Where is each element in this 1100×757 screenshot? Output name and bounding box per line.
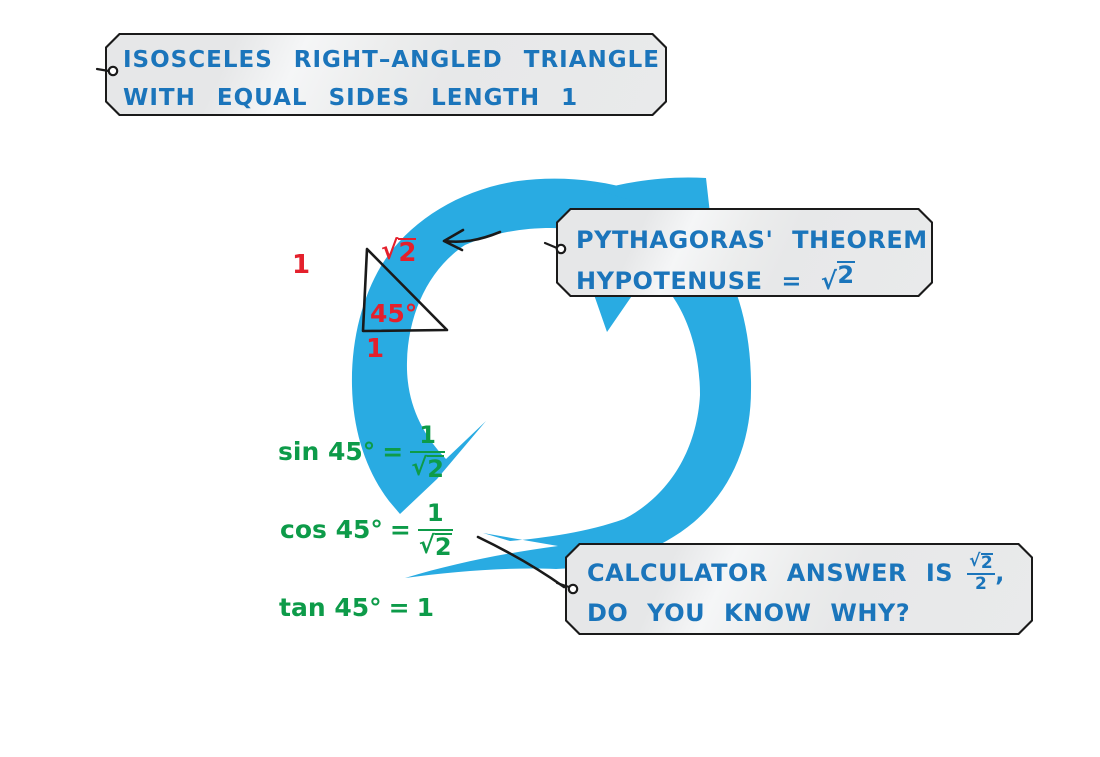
cos-fraction: 1 √2: [417, 500, 453, 559]
sin-fraction: 1 √2: [410, 422, 445, 481]
sqrt-2: √2: [821, 261, 855, 302]
cos-numerator: 1: [417, 500, 453, 531]
cycle-arrow-top-left: [351, 178, 655, 514]
radical-sign: √: [381, 236, 399, 266]
triangle-angle-label: 45°: [370, 299, 418, 328]
fraction-numerator: √2: [967, 550, 996, 575]
equation-cos: cos 45° = 1 √2: [280, 500, 453, 559]
sqrt2-over-2-fraction: √2 2: [967, 550, 996, 594]
radicand: 2: [398, 238, 417, 268]
tag-line: ISOSCELES RIGHT–ANGLED TRIANGLE: [123, 47, 661, 73]
equals-sign: =: [382, 437, 404, 467]
radical-sign: √: [418, 530, 435, 559]
fraction-denominator: 2: [974, 573, 988, 594]
triangle-hypotenuse-label: √2: [381, 236, 417, 268]
tag-line: DO YOU KNOW WHY?: [587, 599, 911, 627]
radicand: 2: [427, 454, 444, 483]
calculator-text: CALCULATOR ANSWER IS: [587, 559, 954, 587]
triangle-base-label: 1: [366, 334, 385, 364]
sin-numerator: 1: [410, 422, 445, 453]
comma: ,: [995, 559, 1005, 587]
tag-line: CALCULATOR ANSWER IS √2 2 ,: [587, 551, 1033, 595]
tag-line: PYTHAGORAS' THEOREM: [576, 226, 928, 254]
tan-rhs: 1: [416, 593, 434, 622]
equation-sin: sin 45° = 1 √2: [278, 422, 445, 481]
radicand: 2: [837, 261, 855, 289]
triangle-left-side-label: 1: [292, 250, 311, 280]
equals-sign: =: [389, 515, 411, 545]
tag-background: [567, 545, 1031, 633]
tag-background: [558, 210, 931, 295]
radicand: 2: [980, 552, 994, 573]
tan-lhs: tan 45°: [279, 593, 382, 622]
equals-sign: =: [388, 593, 410, 622]
hypotenuse-arrow: [442, 228, 502, 252]
right-triangle: [361, 247, 449, 333]
note-tag-calculator: CALCULATOR ANSWER IS √2 2 , DO YOU KNOW …: [565, 543, 1033, 635]
cos-lhs: cos 45°: [280, 515, 383, 545]
equation-tan: tan 45° = 1: [279, 595, 434, 620]
sin-lhs: sin 45°: [278, 437, 376, 467]
tag-background: [107, 35, 665, 114]
note-tag-isosceles: ISOSCELES RIGHT–ANGLED TRIANGLE WITH EQU…: [105, 33, 667, 116]
radical-sign: √: [969, 550, 981, 571]
cos-denominator: √2: [419, 531, 452, 559]
calculator-tag-string: [476, 535, 566, 589]
tag-line: HYPOTENUSE = √2: [576, 261, 933, 302]
radical-sign: √: [820, 267, 838, 295]
sin-denominator: √2: [411, 453, 444, 481]
hypotenuse-text: HYPOTENUSE =: [576, 267, 802, 295]
radical-sign: √: [411, 452, 428, 481]
tag-line: WITH EQUAL SIDES LENGTH 1: [123, 85, 579, 111]
note-tag-pythagoras: PYTHAGORAS' THEOREM HYPOTENUSE = √2: [556, 208, 933, 297]
radicand: 2: [434, 532, 452, 561]
